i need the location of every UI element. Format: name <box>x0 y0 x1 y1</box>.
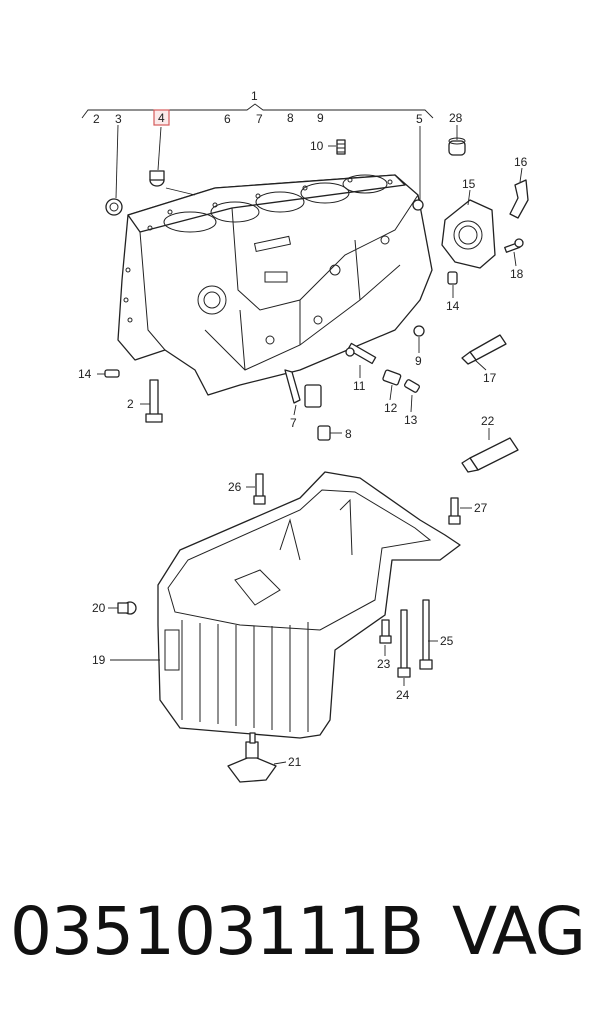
callout-6: 6 <box>224 112 231 126</box>
part-27-bolt <box>448 497 461 525</box>
callout-5: 5 <box>416 112 423 126</box>
callout-14-right: 14 <box>446 299 460 313</box>
callout-1: 1 <box>251 89 258 103</box>
part-12-nozzle <box>382 369 402 386</box>
exploded-parts-diagram: 1 2 3 4 6 7 8 9 5 28 10 16 15 18 14 14 9… <box>78 89 529 783</box>
part-10-stud <box>336 139 346 155</box>
callout-14-left: 14 <box>78 367 92 381</box>
callout-22: 22 <box>481 414 495 428</box>
leader-lines <box>97 124 523 765</box>
part-22-sealant-tube <box>461 437 519 473</box>
callout-7: 7 <box>290 416 297 430</box>
callout-18: 18 <box>510 267 524 281</box>
callout-8-top: 8 <box>287 111 294 125</box>
callout-25: 25 <box>440 634 454 648</box>
callout-24: 24 <box>396 688 410 702</box>
part-28-bushing <box>448 137 466 156</box>
callout-16: 16 <box>514 155 528 169</box>
engine-block <box>117 174 433 396</box>
group-bracket <box>81 103 434 119</box>
part-17-sealant-tube <box>461 334 507 365</box>
callout-3: 3 <box>115 112 122 126</box>
callout-23: 23 <box>377 657 391 671</box>
part-20-drain-plug <box>117 601 137 615</box>
callout-7-top: 7 <box>256 112 263 126</box>
part-13-valve <box>404 379 420 393</box>
callout-2: 2 <box>127 397 134 411</box>
callout-20: 20 <box>92 601 106 615</box>
callout-9: 9 <box>415 354 422 368</box>
part-2-bolt <box>145 379 163 423</box>
callout-2-top: 2 <box>93 112 100 126</box>
part-18-screw <box>504 238 524 253</box>
callout-28: 28 <box>449 111 463 125</box>
callout-12: 12 <box>384 401 398 415</box>
callout-26: 26 <box>228 480 242 494</box>
callout-4-highlight <box>153 109 170 126</box>
callout-27: 27 <box>474 501 488 515</box>
part-11-bolt <box>345 342 377 365</box>
callout-11: 11 <box>353 379 366 393</box>
part-7-oil-jet <box>284 369 322 408</box>
part-26-bolt <box>253 473 266 505</box>
callout-10: 10 <box>310 139 324 153</box>
part-8-screw <box>317 425 331 441</box>
part-16-bracket <box>509 179 529 219</box>
part-15-seal-flange <box>441 199 496 269</box>
part-24-bolt <box>397 609 411 678</box>
callout-17: 17 <box>483 371 497 385</box>
part-25-bolt <box>419 599 433 670</box>
part-number-text: 035103111B <box>10 893 424 970</box>
brand-text: VAG <box>452 893 586 970</box>
callout-9-top: 9 <box>317 111 324 125</box>
oil-pan <box>157 471 461 739</box>
part-21-oil-level-sensor <box>227 732 277 783</box>
callout-4: 4 <box>158 111 165 125</box>
callout-19: 19 <box>92 653 106 667</box>
callout-15: 15 <box>462 177 476 191</box>
callout-21: 21 <box>288 755 302 769</box>
callout-8: 8 <box>345 427 352 441</box>
part-23-bolt <box>379 619 392 644</box>
callout-13: 13 <box>404 413 418 427</box>
part-9-plug <box>413 325 425 337</box>
callout-labels: 1 2 3 4 6 7 8 9 5 28 10 16 15 18 14 14 9… <box>78 89 528 769</box>
part-14-pin-left <box>104 369 120 378</box>
part-5-dowel <box>412 199 424 211</box>
part-4-sealing-plug <box>149 170 165 187</box>
part-14-pin-right <box>447 271 458 285</box>
part-3-plug <box>105 198 123 216</box>
